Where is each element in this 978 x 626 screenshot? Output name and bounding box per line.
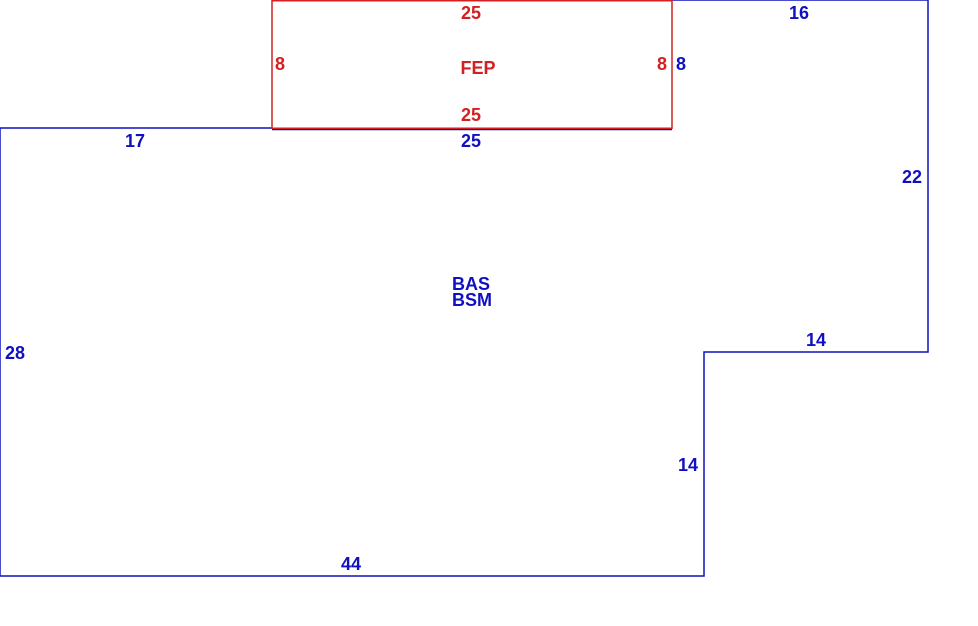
- main-dim-top-left: 17: [125, 131, 145, 151]
- main-area-label-bas: BAS: [452, 274, 490, 294]
- main-dim-left: 28: [5, 343, 25, 363]
- fep-dim-left: 8: [275, 54, 285, 74]
- main-dim-top-middle: 25: [461, 131, 481, 151]
- fep-dim-top: 25: [461, 3, 481, 23]
- fep-area-label: FEP: [460, 58, 495, 78]
- fep-dim-right: 8: [657, 54, 667, 74]
- main-dim-right-upper: 22: [902, 167, 922, 187]
- fep-dim-bottom: 25: [461, 105, 481, 125]
- main-area-label-bsm: BSM: [452, 290, 492, 310]
- main-dim-top-right: 16: [789, 3, 809, 23]
- main-dim-step-vertical: 14: [678, 455, 698, 475]
- fep-area-outline: [271, 0, 673, 129]
- main-dim-step-horizontal: 14: [806, 330, 826, 350]
- main-area-outline: [0, 0, 929, 577]
- main-dim-fep-right-outer: 8: [676, 54, 686, 74]
- main-dim-bottom: 44: [341, 554, 361, 574]
